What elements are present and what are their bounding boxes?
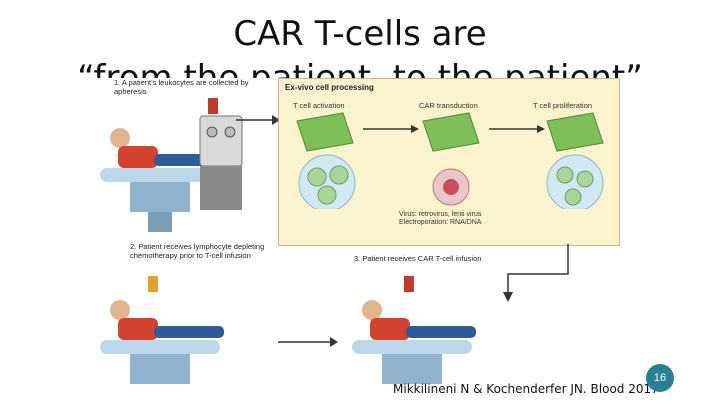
- panel-title: Ex-vivo cell processing: [285, 83, 374, 92]
- infusion-patient-illustration: [352, 276, 476, 384]
- citation: Mikkilineni N & Kochenderfer JN. Blood 2…: [393, 382, 659, 396]
- slide-title-line2: “from the patient, to the patient”: [77, 58, 643, 78]
- stage-transduction-label: CAR transduction: [419, 101, 478, 110]
- step3-label: 3. Patient receives CAR T-cell infusion: [354, 254, 482, 263]
- slide-title: CAR T-cells are: [233, 14, 487, 54]
- return-arrow: [503, 244, 569, 302]
- processing-diagram: [296, 112, 604, 209]
- stage-activation-label: T cell activation: [293, 101, 345, 110]
- step2-label: 2. Patient receives lymphocyte depleting…: [130, 242, 265, 260]
- page-number-badge: 16: [646, 364, 674, 392]
- virus-note: Virus: retrovirus, lenti virus Electropo…: [399, 211, 481, 227]
- chemotherapy-patient-illustration: [100, 276, 224, 384]
- apheresis-patient-illustration: [100, 98, 243, 232]
- arrow-to-processing: [236, 115, 280, 125]
- stage-proliferation-label: T cell proliferation: [533, 101, 593, 110]
- virus-line-2: Electroporation: RNA/DNA: [399, 219, 482, 226]
- virus-line-1: Virus: retrovirus, lenti virus: [399, 211, 482, 218]
- car-t-figure: 1. A patient’s leukocytes are collected …: [90, 70, 630, 400]
- arrow-to-infusion: [278, 337, 338, 347]
- ex-vivo-processing-panel: Ex-vivo cell processing T cell activatio…: [278, 78, 620, 246]
- step1-label: 1. A patient’s leukocytes are collected …: [114, 78, 249, 96]
